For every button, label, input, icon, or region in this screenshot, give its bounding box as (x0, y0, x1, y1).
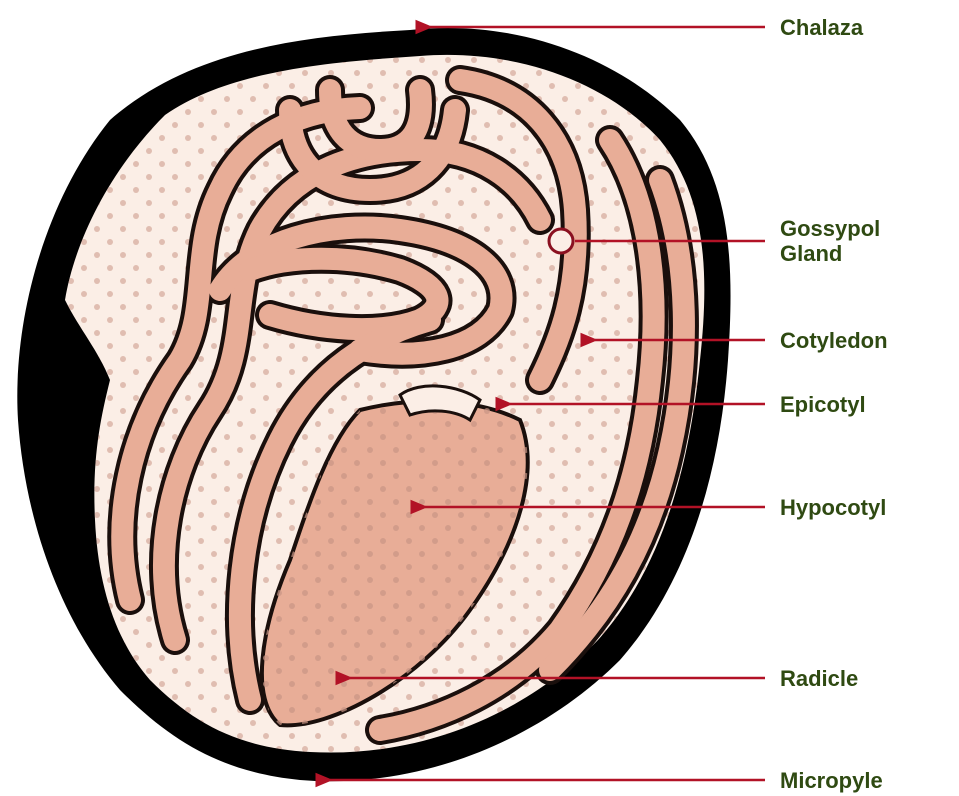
label-epicotyl: Epicotyl (780, 392, 866, 417)
label-micropyle: Micropyle (780, 768, 883, 793)
gossypol-gland (549, 229, 573, 253)
label-hypocotyl: Hypocotyl (780, 495, 886, 520)
label-cotyledon: Cotyledon (780, 328, 888, 353)
label-gossypol-gland: Gossypol Gland (780, 216, 880, 266)
label-radicle: Radicle (780, 666, 858, 691)
label-gossypol-line1: Gossypol (780, 216, 880, 241)
label-gossypol-line2: Gland (780, 241, 880, 266)
label-chalaza: Chalaza (780, 15, 863, 40)
